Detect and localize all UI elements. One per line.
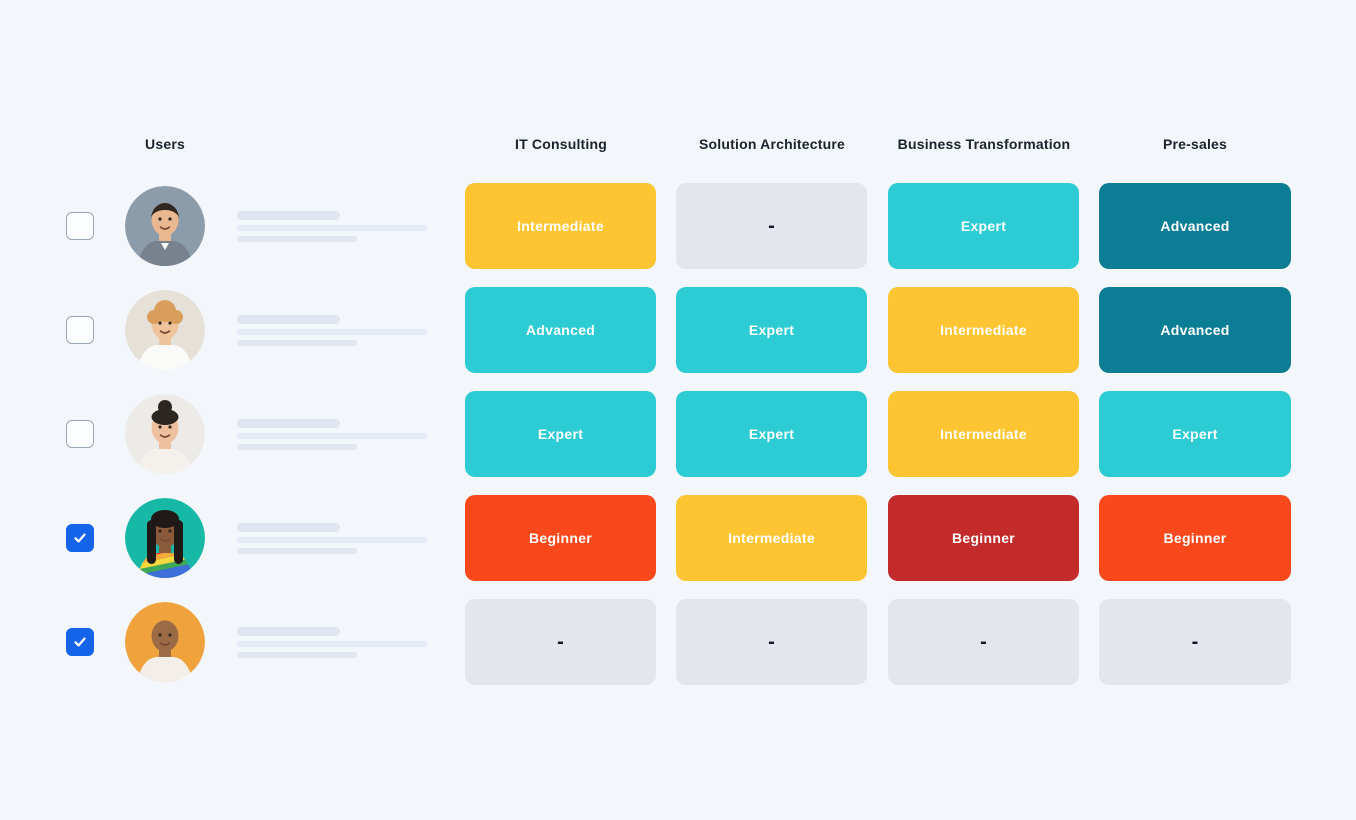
skill-badge[interactable]: Expert [888, 183, 1079, 269]
skill-badge[interactable]: Beginner [888, 495, 1079, 581]
placeholder-line [237, 627, 340, 636]
skill-badge[interactable]: Expert [1099, 391, 1291, 477]
header-row: Users IT Consulting Solution Architectur… [0, 136, 1356, 154]
user-details-placeholder [237, 523, 427, 554]
placeholder-line [237, 537, 427, 543]
placeholder-line [237, 236, 357, 242]
woman-dark-bun-avatar [125, 394, 205, 474]
table-row: ---- [0, 599, 1356, 685]
placeholder-line [237, 211, 340, 220]
skill-badge[interactable]: Intermediate [888, 391, 1079, 477]
woman-braids-colorful-avatar [125, 498, 205, 578]
column-header-solution-architecture: Solution Architecture [698, 136, 846, 152]
placeholder-line [237, 641, 427, 647]
skill-badge[interactable]: - [676, 183, 867, 269]
placeholder-line [237, 523, 340, 532]
skill-badge[interactable]: Advanced [1099, 287, 1291, 373]
checkmark-icon [74, 533, 86, 543]
user-checkbox[interactable] [66, 212, 94, 240]
checkmark-icon [74, 637, 86, 647]
placeholder-line [237, 315, 340, 324]
user-details-placeholder [237, 315, 427, 346]
man-dark-hair-suit-avatar [125, 186, 205, 266]
skill-badge[interactable]: - [465, 599, 656, 685]
column-header-it-consulting: IT Consulting [514, 136, 608, 152]
placeholder-line [237, 225, 427, 231]
skill-badge[interactable]: Intermediate [888, 287, 1079, 373]
skill-badge[interactable]: - [1099, 599, 1291, 685]
user-checkbox[interactable] [66, 524, 94, 552]
column-header-users: Users [145, 136, 185, 152]
column-header-pre-sales: Pre-sales [1162, 136, 1228, 152]
skill-badge[interactable]: Beginner [1099, 495, 1291, 581]
user-checkbox[interactable] [66, 316, 94, 344]
placeholder-line [237, 419, 340, 428]
skill-badge[interactable]: Advanced [465, 287, 656, 373]
user-checkbox[interactable] [66, 628, 94, 656]
user-details-placeholder [237, 211, 427, 242]
placeholder-line [237, 329, 427, 335]
user-details-placeholder [237, 627, 427, 658]
skill-badge[interactable]: Advanced [1099, 183, 1291, 269]
skill-badge[interactable]: Beginner [465, 495, 656, 581]
skill-badge[interactable]: - [676, 599, 867, 685]
placeholder-line [237, 340, 357, 346]
skill-badge[interactable]: Expert [676, 391, 867, 477]
woman-bald-orange-avatar [125, 602, 205, 682]
skill-badge[interactable]: Expert [676, 287, 867, 373]
user-checkbox[interactable] [66, 420, 94, 448]
user-details-placeholder [237, 419, 427, 450]
man-curly-blond-avatar [125, 290, 205, 370]
placeholder-line [237, 444, 357, 450]
skill-badge[interactable]: Intermediate [465, 183, 656, 269]
placeholder-line [237, 433, 427, 439]
placeholder-line [237, 652, 357, 658]
column-header-business-transformation: Business Transformation [897, 136, 1071, 152]
placeholder-line [237, 548, 357, 554]
skill-badge[interactable]: Expert [465, 391, 656, 477]
skill-badge[interactable]: - [888, 599, 1079, 685]
skill-badge[interactable]: Intermediate [676, 495, 867, 581]
